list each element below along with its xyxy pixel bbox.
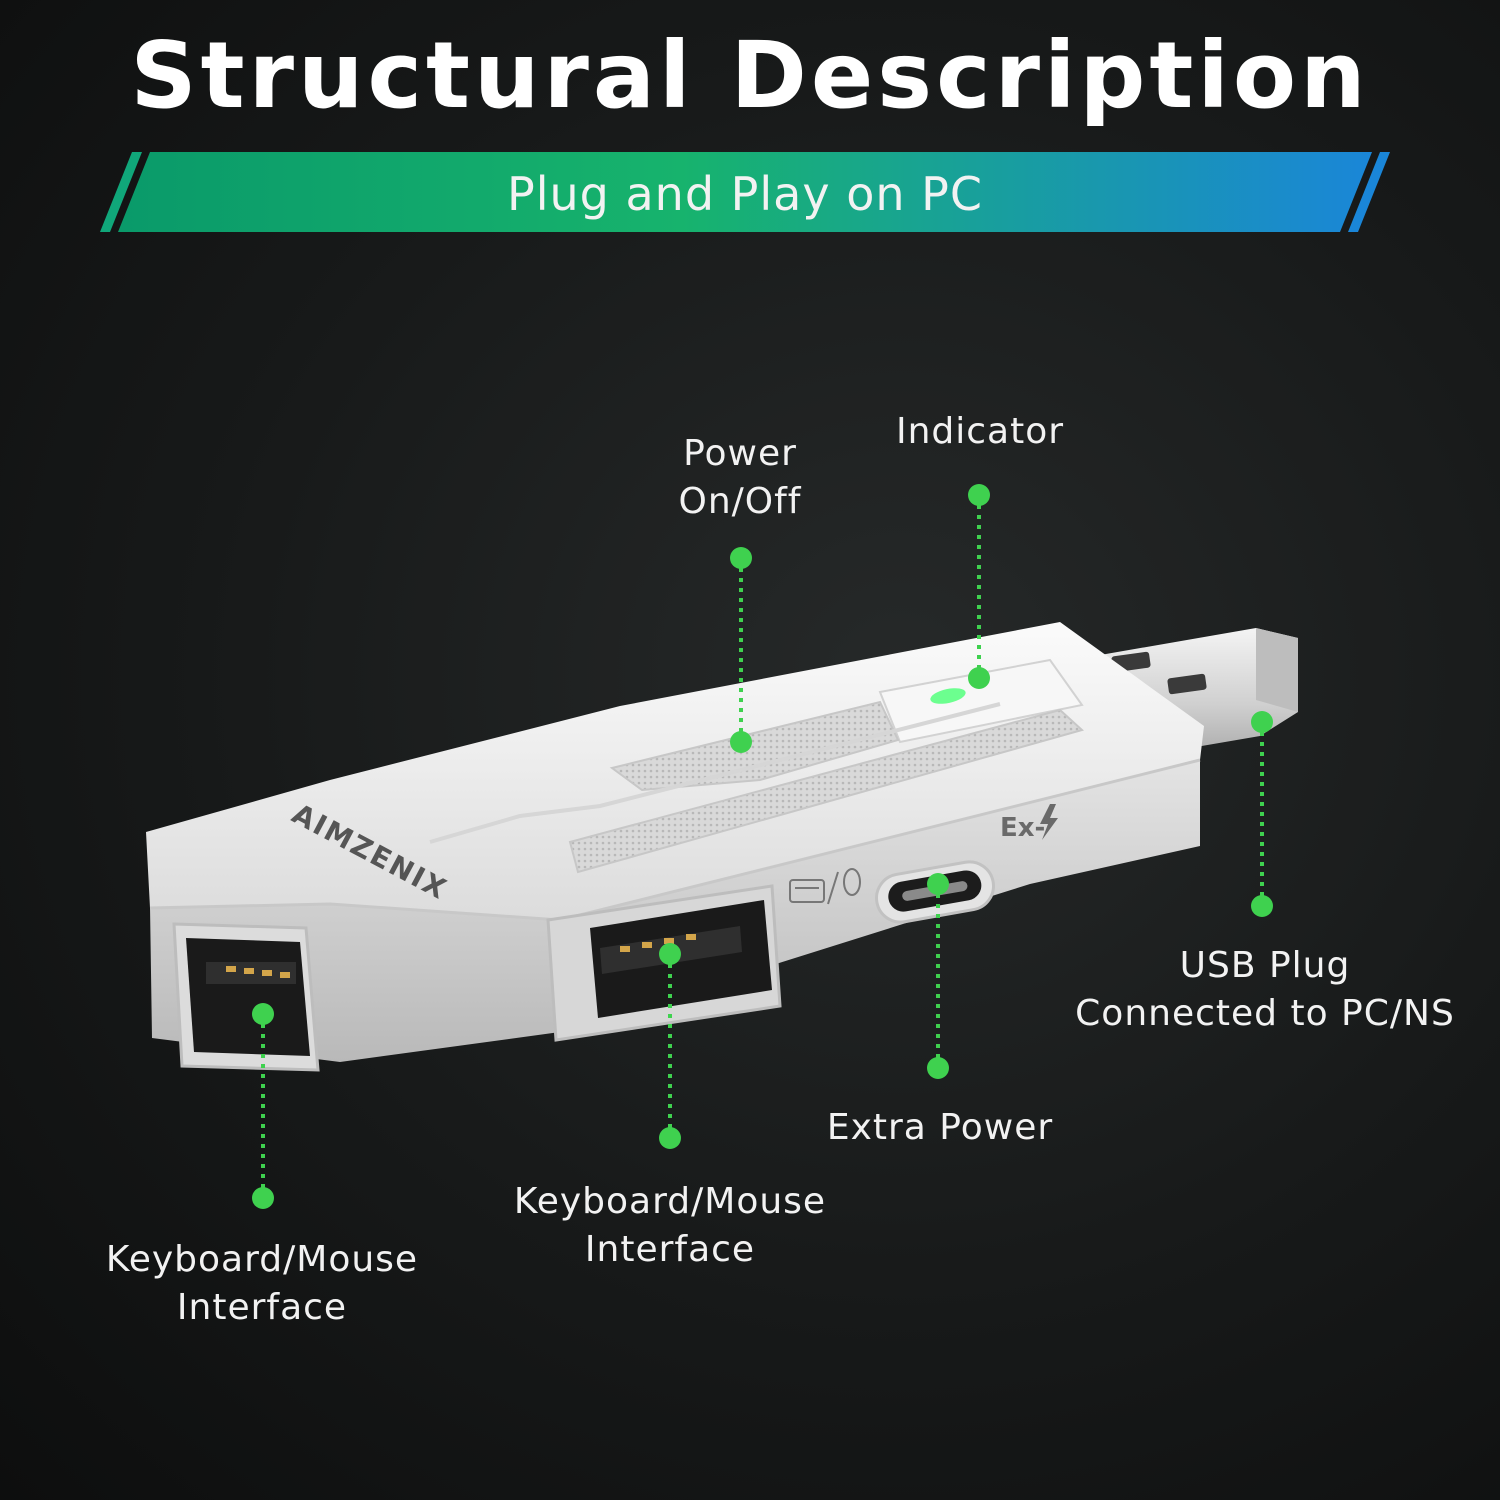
power-callout-dot-top xyxy=(730,547,752,569)
power-callout-dot-bottom xyxy=(730,731,752,753)
extra-power-label: Extra Power xyxy=(826,1107,1054,1148)
power-button[interactable] xyxy=(609,700,900,792)
usb-plug-callout-dot-bottom xyxy=(1251,895,1273,917)
indicator-callout-dot-bottom xyxy=(968,667,990,689)
kbm-center-callout-dot-bottom xyxy=(659,1127,681,1149)
extra-power-mark: Ex- xyxy=(1000,813,1045,843)
lightning-icon xyxy=(1040,804,1058,840)
keyboard-mouse-icon xyxy=(789,868,861,905)
kbm-left-label: Keyboard/Mouse Interface xyxy=(105,1239,419,1328)
vent-strip xyxy=(568,708,1085,874)
banner-shape xyxy=(100,152,1390,232)
indicator-callout-dot-top xyxy=(968,484,990,506)
indicator-led xyxy=(930,688,966,704)
usb-plug-callout-dot-top xyxy=(1251,711,1273,733)
kbm-left-callout-dot-bottom xyxy=(252,1187,274,1209)
extra-power-callout-dot-top xyxy=(927,873,949,895)
extra-power-callout-dot-bottom xyxy=(927,1057,949,1079)
usb-plug-label: USB Plug Connected to PC/NS xyxy=(1075,945,1455,1034)
kbm-center-callout-dot-top xyxy=(659,943,681,965)
page-title: Structural Description xyxy=(130,22,1370,129)
kbm-center-label: Keyboard/Mouse Interface xyxy=(513,1181,827,1270)
left-usb-port[interactable] xyxy=(172,922,320,1072)
power-label: Power On/Off xyxy=(678,433,802,522)
indicator-label: Indicator xyxy=(895,411,1065,452)
banner-text: Plug and Play on PC xyxy=(507,167,983,221)
kbm-left-callout-dot-top xyxy=(252,1003,274,1025)
